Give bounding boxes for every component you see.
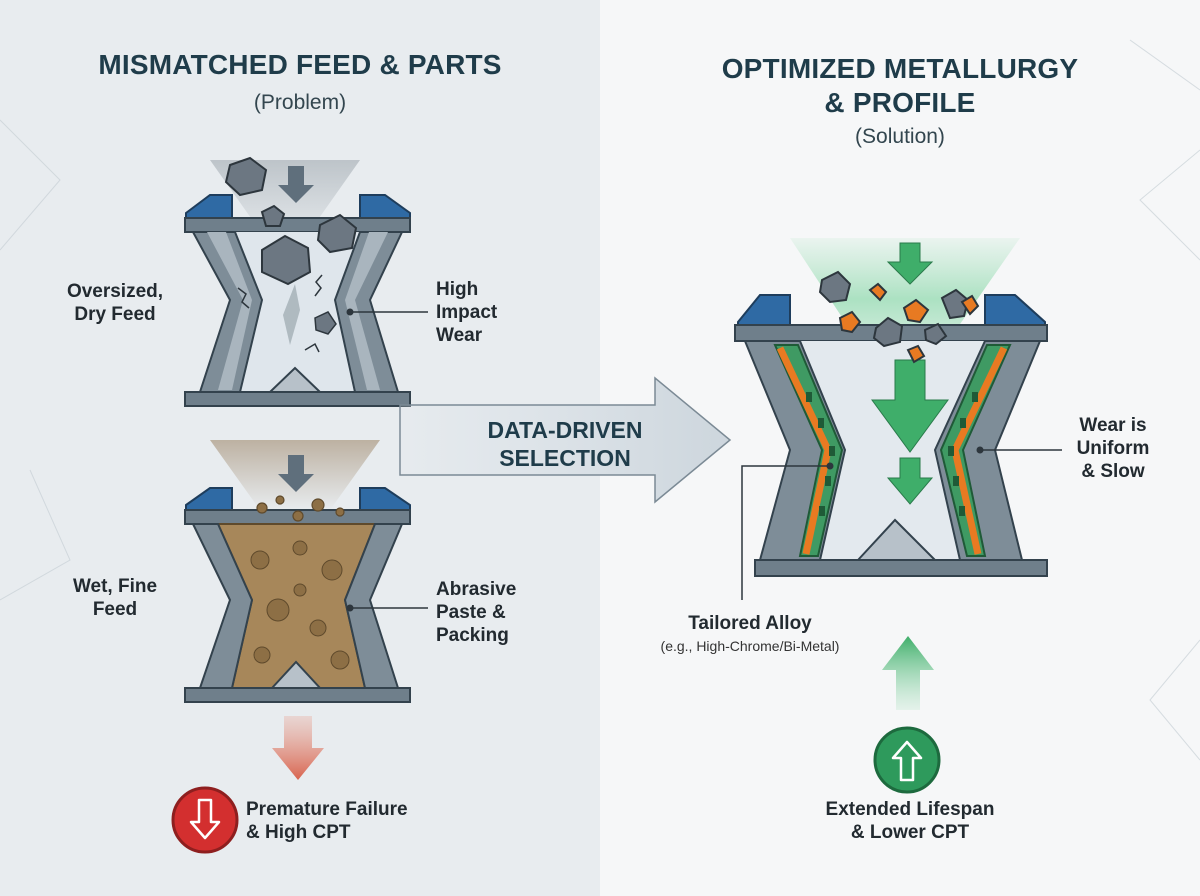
failure-arrow bbox=[272, 716, 324, 780]
uniform-wear-label: Wear is Uniform & Slow bbox=[1076, 415, 1150, 482]
background-lines bbox=[0, 39, 1200, 761]
bottom-crusher-problem bbox=[184, 440, 428, 703]
extended-lifespan-label: Extended Lifespan & Lower CPT bbox=[825, 799, 995, 843]
up-arrow-circle-icon bbox=[873, 726, 941, 794]
lifespan-arrow bbox=[882, 636, 934, 710]
solution-subtitle: (Solution) bbox=[855, 125, 945, 148]
oversized-feed-label: Oversized, Dry Feed bbox=[66, 281, 164, 325]
alloy-example-note: (e.g., High-Chrome/Bi-Metal) bbox=[660, 638, 840, 654]
selection-arrow bbox=[399, 376, 732, 504]
top-crusher-problem bbox=[184, 156, 428, 407]
impact-wear-label: High Impact Wear bbox=[436, 279, 498, 346]
premature-failure-label: Premature Failure & High CPT bbox=[246, 799, 408, 843]
down-arrow-circle-icon bbox=[171, 786, 239, 854]
tailored-alloy-label: Tailored Alloy bbox=[688, 613, 812, 634]
abrasive-paste-label: Abrasive Paste & Packing bbox=[436, 579, 517, 646]
problem-subtitle: (Problem) bbox=[253, 91, 347, 114]
problem-title: MISMATCHED FEED & PARTS bbox=[98, 49, 502, 80]
solution-title: OPTIMIZED METALLURGY & PROFILE bbox=[721, 53, 1079, 118]
wet-feed-label: Wet, Fine Feed bbox=[72, 576, 158, 620]
data-driven-selection-label: DATA-DRIVEN SELECTION bbox=[487, 417, 643, 471]
crusher-solution bbox=[734, 238, 1062, 600]
